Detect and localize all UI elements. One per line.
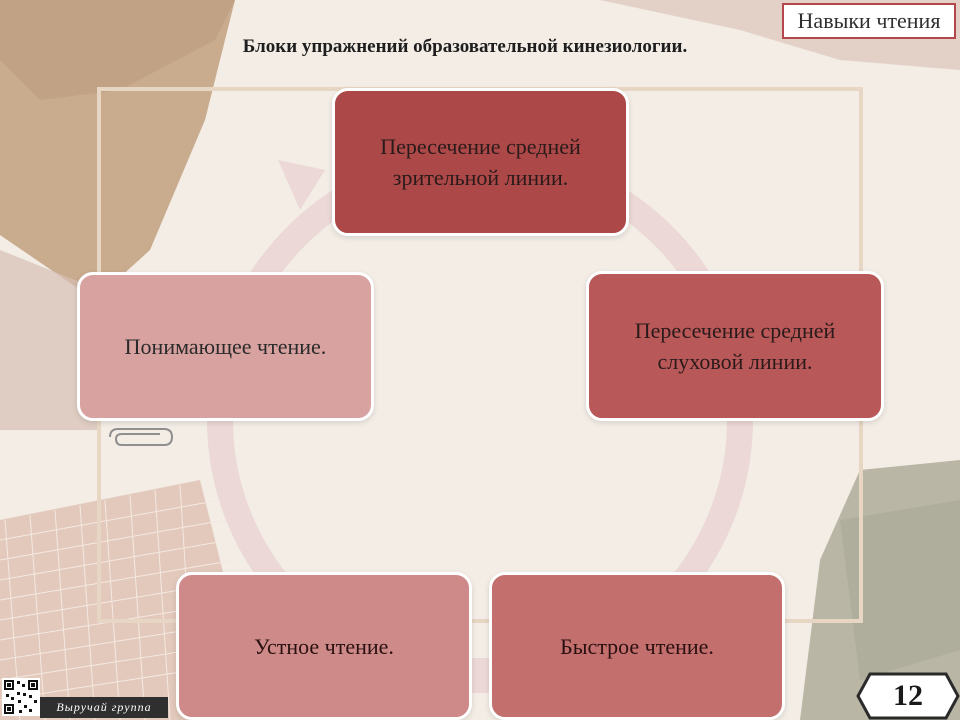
cycle-node-label: Пересечение средней зрительной линии. (380, 134, 581, 190)
cycle-node-oral-reading: Устное чтение. (176, 572, 472, 720)
cycle-node-comprehension-reading: Понимающее чтение. (77, 272, 374, 421)
cycle-node-visual-midline: Пересечение средней зрительной линии. (332, 88, 629, 236)
cycle-arrow-icon (278, 160, 325, 210)
paperclip-icon (109, 428, 174, 446)
page-number-badge: 12 (856, 672, 960, 720)
qr-code-icon[interactable] (2, 678, 40, 716)
cycle-node-fast-reading: Быстрое чтение. (489, 572, 785, 720)
cycle-node-label: Быстрое чтение. (560, 633, 714, 659)
topic-tag: Навыки чтения (782, 3, 956, 39)
page-number: 12 (893, 679, 923, 712)
cycle-node-label: Пересечение средней слуховой линии. (634, 318, 836, 374)
page-title: Блоки упражнений образовательной кинезио… (242, 36, 688, 57)
cycle-node-label: Понимающее чтение. (124, 334, 327, 359)
cycle-node-label: Устное чтение. (254, 633, 394, 659)
cycle-node-auditory-midline: Пересечение средней слуховой линии. (586, 271, 884, 421)
brand-label: Выручай группа (40, 697, 168, 718)
hexagon-badge-shape (856, 672, 960, 720)
